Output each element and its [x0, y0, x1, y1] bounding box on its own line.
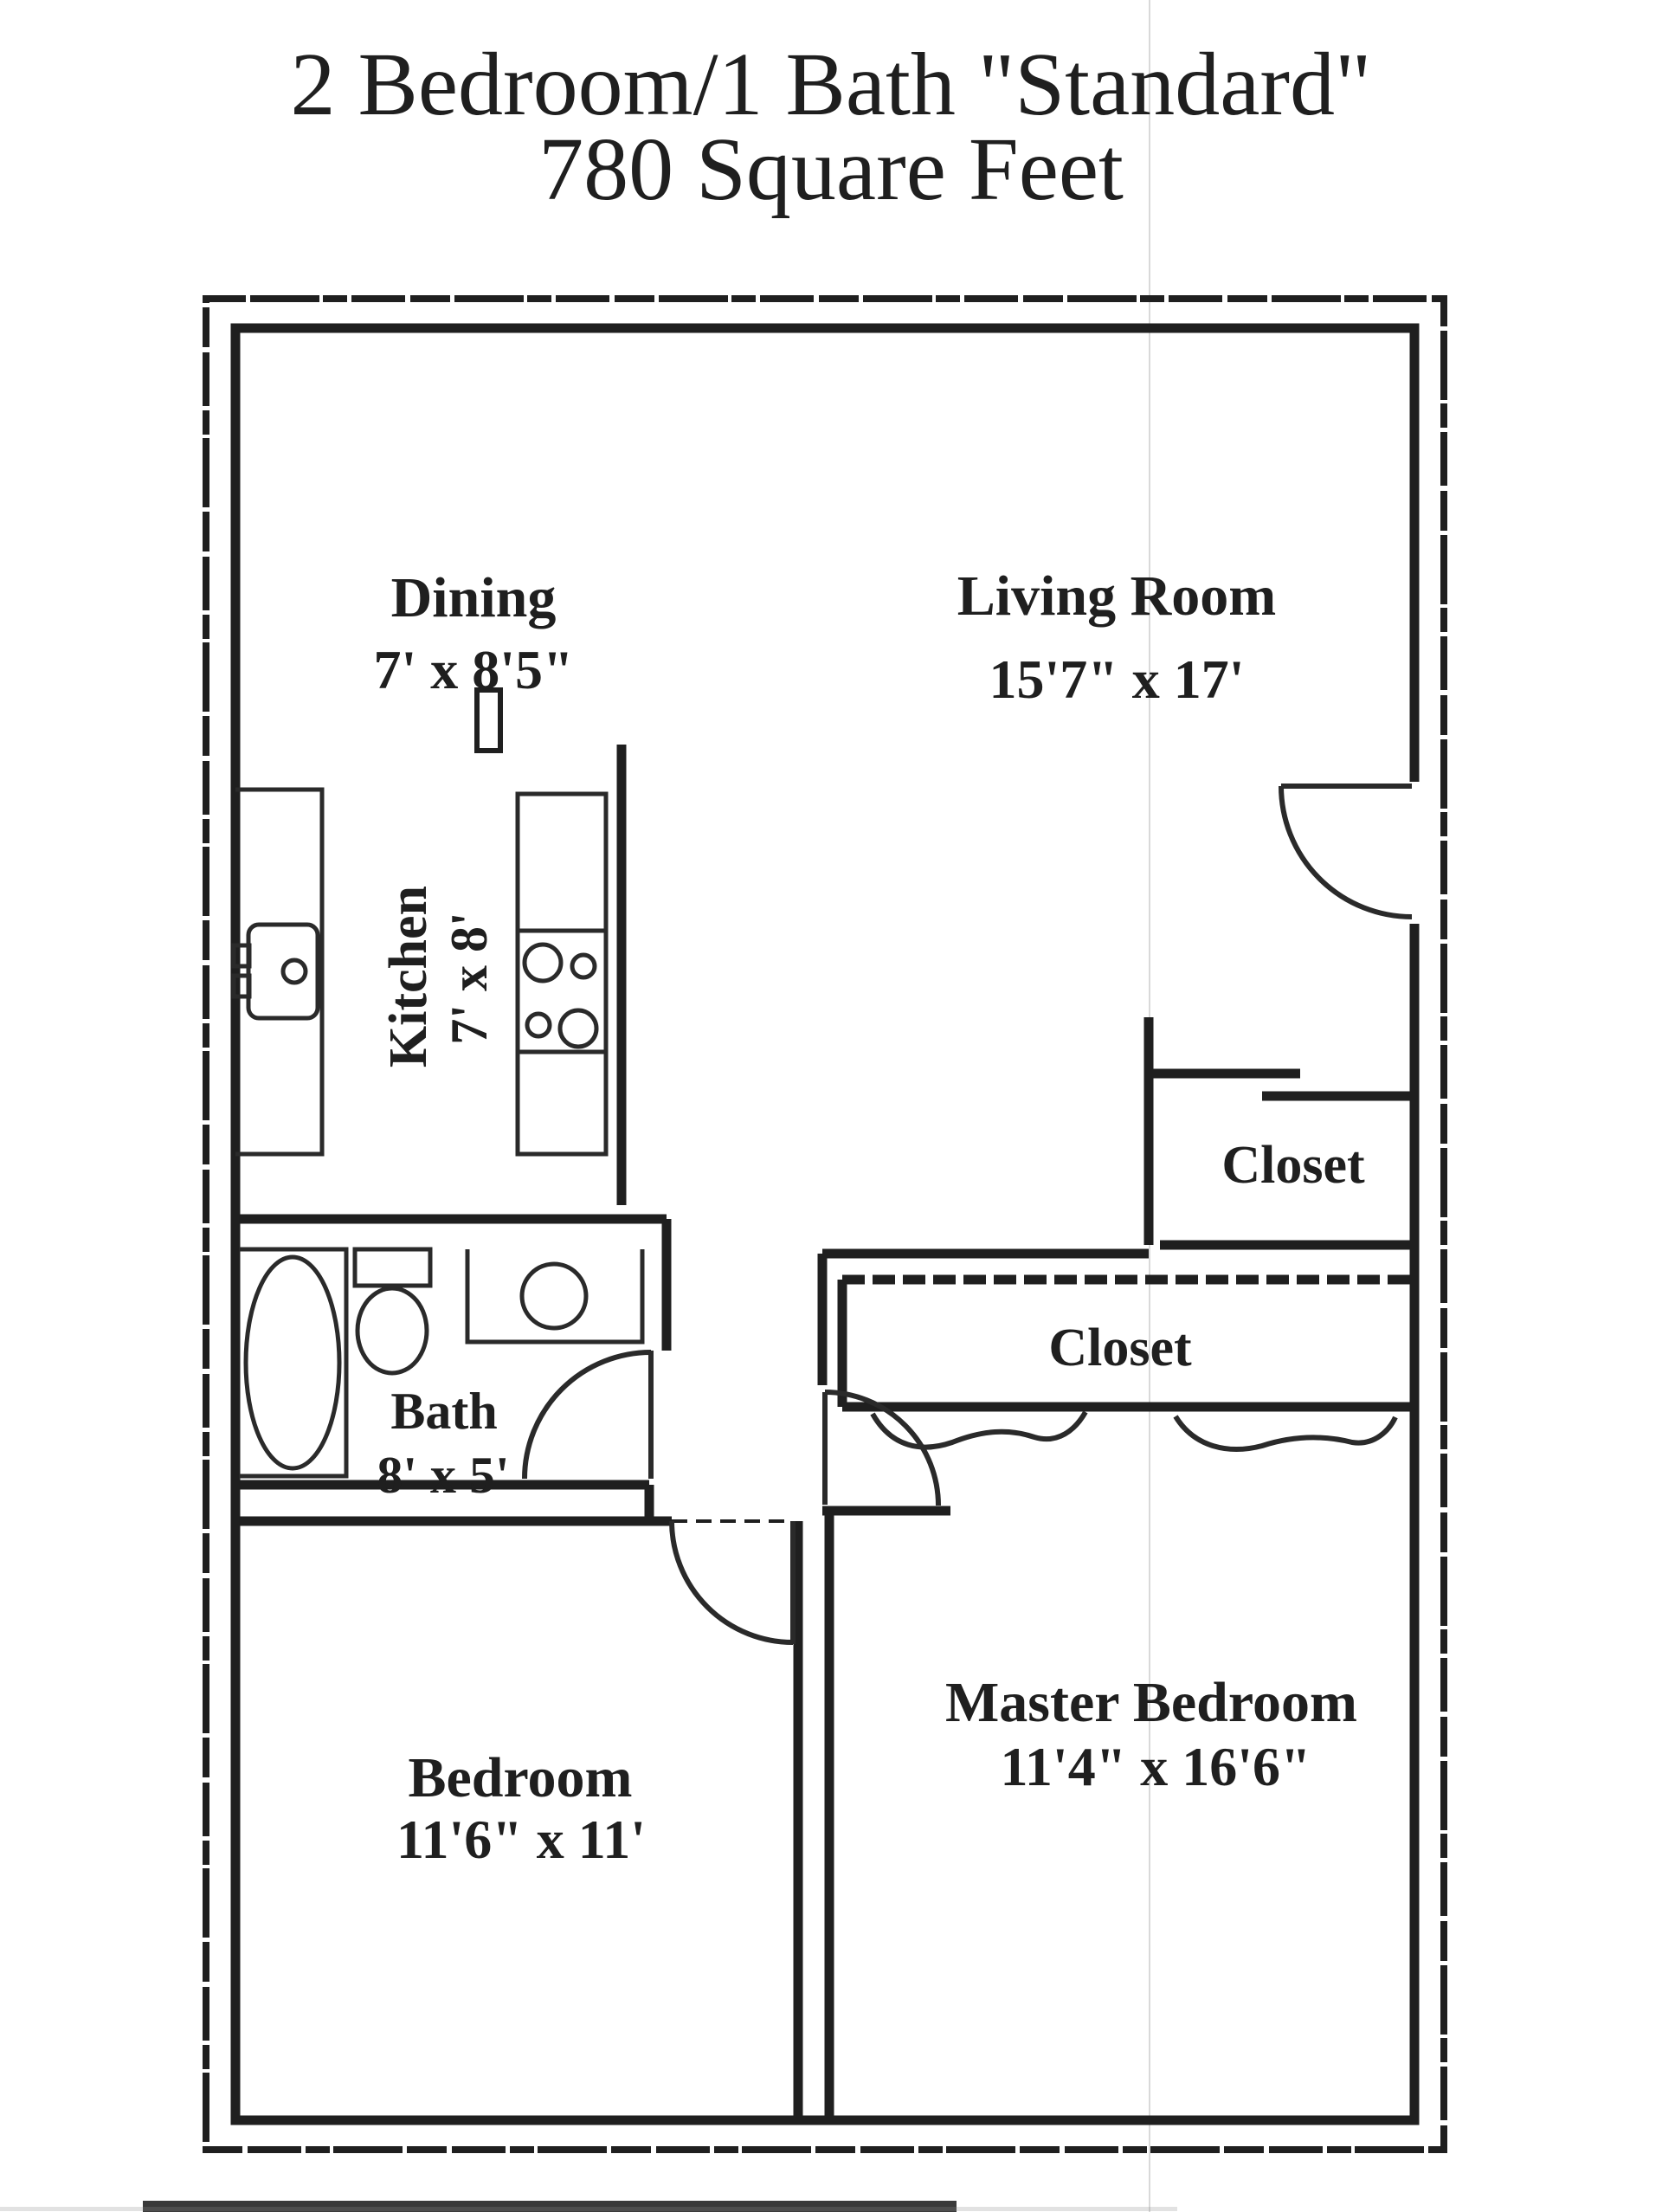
- kitchen-fixtures: [231, 787, 609, 1157]
- room-closet-entry: Closet: [1221, 1136, 1365, 1195]
- room-label: Living Room: [957, 564, 1277, 628]
- front-door-arc: [1279, 785, 1413, 919]
- room-kitchen: Kitchen 7' x 8': [379, 886, 498, 1067]
- clothes-rod-left-icon: [870, 1410, 1088, 1450]
- kitchen-faucet-icon: [231, 943, 252, 969]
- room-label: Bedroom: [408, 1746, 632, 1809]
- room-label: Closet: [1221, 1136, 1365, 1195]
- room-dining: Dining 7' x 8'5": [373, 566, 573, 700]
- master-bedroom-door-arc: [824, 1390, 941, 1506]
- interior-walls: [235, 687, 1414, 2120]
- stove-burner-icon-4: [557, 1008, 599, 1049]
- bath-fixtures: [239, 1247, 645, 1479]
- bathtub-basin-icon: [243, 1254, 342, 1471]
- room-dims: 11'4" x 16'6": [1000, 1736, 1311, 1797]
- room-dims: 7' x 8': [441, 912, 498, 1044]
- room-dims: 7' x 8'5": [373, 639, 573, 700]
- room-bedroom: Bedroom 11'6" x 11': [396, 1746, 646, 1870]
- scan-smudge-tail: [0, 2207, 1177, 2211]
- plan-title-line1: 2 Bedroom/1 Bath "Standard": [291, 35, 1372, 134]
- room-closet-master: Closet: [1048, 1319, 1192, 1377]
- room-dims: 11'6" x 11': [396, 1809, 646, 1870]
- room-dims: 15'7" x 17': [989, 648, 1244, 710]
- closet-rods: [870, 1410, 1398, 1452]
- kitchen-sink-drain-icon: [280, 958, 308, 985]
- kitchen-wall-stub: [474, 687, 503, 753]
- bath-counter-icon: [465, 1249, 645, 1345]
- plan-title-line2: 780 Square Feet: [538, 119, 1124, 219]
- outer-wall: [203, 295, 1447, 2153]
- bathroom-sink-icon: [519, 1261, 589, 1331]
- stove-burner-icon-2: [570, 952, 597, 980]
- room-label: Kitchen: [379, 886, 438, 1067]
- bedroom-door-arc: [669, 1520, 794, 1645]
- inner-wall: [230, 323, 1420, 2125]
- room-label: Dining: [391, 566, 557, 629]
- toilet-bowl-icon: [355, 1286, 429, 1376]
- bath-door-arc: [522, 1350, 652, 1480]
- bathtub-icon: [239, 1247, 349, 1479]
- scan-smudge-bar: [143, 2201, 957, 2212]
- room-label: Master Bedroom: [945, 1671, 1357, 1734]
- room-label: Bath: [390, 1383, 497, 1440]
- room-bath: Bath 8' x 5': [377, 1383, 509, 1504]
- room-label: Closet: [1048, 1319, 1192, 1377]
- kitchen-faucet-icon-2: [231, 973, 252, 999]
- kitchen-sink-icon: [246, 922, 320, 1021]
- stove-burner-icon: [522, 942, 564, 983]
- toilet-tank-icon: [352, 1247, 433, 1288]
- stove-burner-icon-3: [525, 1011, 552, 1039]
- doors: [522, 784, 1413, 1645]
- clothes-rod-right-icon: [1173, 1415, 1398, 1452]
- kitchen-counter-right-icon: [515, 791, 609, 1157]
- room-living: Living Room 15'7" x 17': [957, 564, 1277, 710]
- room-master-bedroom: Master Bedroom 11'4" x 16'6": [945, 1671, 1357, 1797]
- room-dims: 8' x 5': [377, 1447, 509, 1504]
- kitchen-counter-left-icon: [235, 787, 325, 1157]
